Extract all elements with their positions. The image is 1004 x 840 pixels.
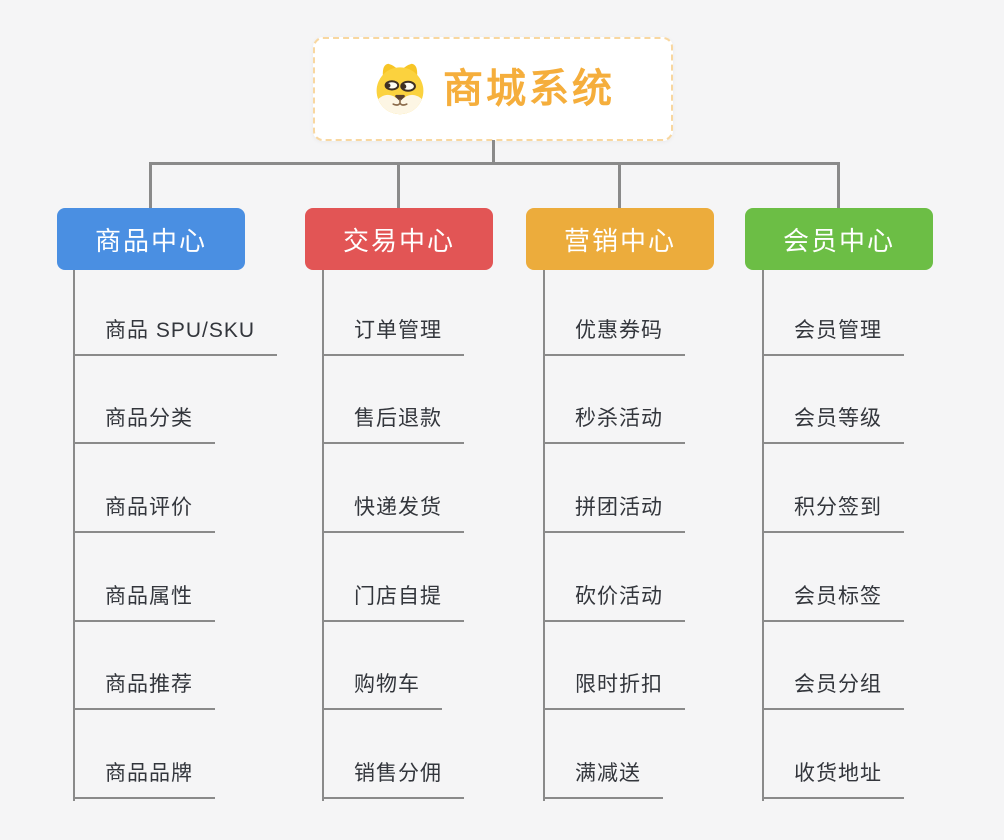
leaf-item[interactable]: 商品品牌: [73, 761, 215, 799]
leaf-item[interactable]: 订单管理: [322, 318, 464, 356]
leaf-item[interactable]: 商品 SPU/SKU: [73, 318, 278, 356]
leaf-item[interactable]: 砍价活动: [543, 584, 685, 622]
leaf-item[interactable]: 收货地址: [762, 761, 904, 799]
leaf-item[interactable]: 售后退款: [322, 406, 464, 444]
connector-drop-member: [837, 162, 840, 208]
root-title: 商城系统: [443, 67, 615, 111]
spine-marketing: [543, 270, 545, 801]
spine-member: [762, 270, 764, 801]
connector-drop-marketing: [618, 162, 621, 208]
branch-member-center[interactable]: 会员中心: [745, 208, 933, 270]
leaf-item[interactable]: 会员管理: [762, 318, 904, 356]
leaf-item[interactable]: 门店自提: [322, 584, 464, 622]
leaf-item[interactable]: 会员分组: [762, 672, 904, 710]
branch-marketing-center[interactable]: 营销中心: [526, 208, 714, 270]
spine-product: [73, 270, 75, 801]
connector-drop-trade: [397, 162, 400, 208]
leaf-item[interactable]: 秒杀活动: [543, 406, 685, 444]
connector-horizontal: [149, 162, 840, 165]
connector-drop-product: [149, 162, 152, 208]
leaf-item[interactable]: 销售分佣: [322, 761, 464, 799]
spine-trade: [322, 270, 324, 801]
leaf-item[interactable]: 购物车: [322, 672, 442, 710]
leaf-item[interactable]: 限时折扣: [543, 672, 685, 710]
connector-root-stub: [492, 140, 495, 164]
leaf-item[interactable]: 满减送: [543, 761, 663, 799]
leaf-item[interactable]: 商品属性: [73, 584, 215, 622]
leaf-item[interactable]: 商品评价: [73, 495, 215, 533]
root-node[interactable]: 商城系统: [313, 37, 673, 141]
leaf-item[interactable]: 会员等级: [762, 406, 904, 444]
leaf-item[interactable]: 优惠券码: [543, 318, 685, 356]
leaf-item[interactable]: 快递发货: [322, 495, 464, 533]
leaf-item[interactable]: 积分签到: [762, 495, 904, 533]
leaf-item[interactable]: 拼团活动: [543, 495, 685, 533]
branch-product-center[interactable]: 商品中心: [57, 208, 245, 270]
shiba-dog-icon: [376, 63, 424, 115]
branch-trade-center[interactable]: 交易中心: [305, 208, 493, 270]
leaf-item[interactable]: 会员标签: [762, 584, 904, 622]
leaf-item[interactable]: 商品分类: [73, 406, 215, 444]
leaf-item[interactable]: 商品推荐: [73, 672, 215, 710]
